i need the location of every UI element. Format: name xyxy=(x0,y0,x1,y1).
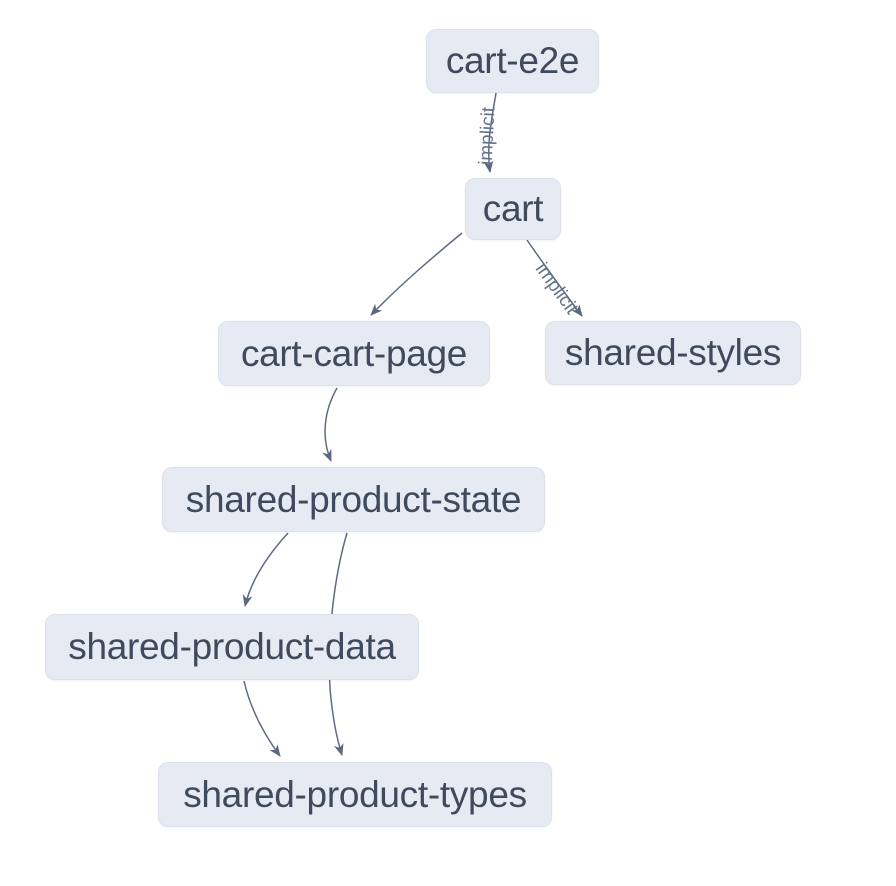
graph-node-shared-product-data[interactable]: shared-product-data xyxy=(45,614,419,680)
node-label: shared-styles xyxy=(564,332,782,373)
graph-node-cart[interactable]: cart xyxy=(465,178,561,240)
graph-node-shared-product-types[interactable]: shared-product-types xyxy=(158,762,552,827)
graph-node-shared-product-state[interactable]: shared-product-state xyxy=(162,467,545,532)
node-label: cart-e2e xyxy=(445,40,580,81)
edge-cart-cart-page-to-shared-product-state xyxy=(322,387,338,462)
edge-cart-to-cart-cart-page xyxy=(370,232,463,316)
edge-label-implicit: implicit xyxy=(476,106,500,166)
edge-shared-product-data-to-shared-product-types xyxy=(243,680,281,757)
graph-node-cart-cart-page[interactable]: cart-cart-page xyxy=(218,321,490,386)
edge-label-implicit: implicit xyxy=(531,259,583,319)
edge-cart-e2e-to-cart xyxy=(483,92,497,173)
edge-cart-to-shared-styles xyxy=(526,239,583,317)
graph-node-shared-styles[interactable]: shared-styles xyxy=(545,321,801,385)
node-label: cart-cart-page xyxy=(240,332,468,374)
node-label: shared-product-state xyxy=(185,478,522,520)
node-label: cart xyxy=(482,188,544,229)
node-label: shared-product-data xyxy=(68,626,396,667)
node-label: shared-product-types xyxy=(183,773,527,815)
graph-node-cart-e2e[interactable]: cart-e2e xyxy=(426,29,599,93)
edge-shared-product-state-to-shared-product-data xyxy=(242,532,289,607)
